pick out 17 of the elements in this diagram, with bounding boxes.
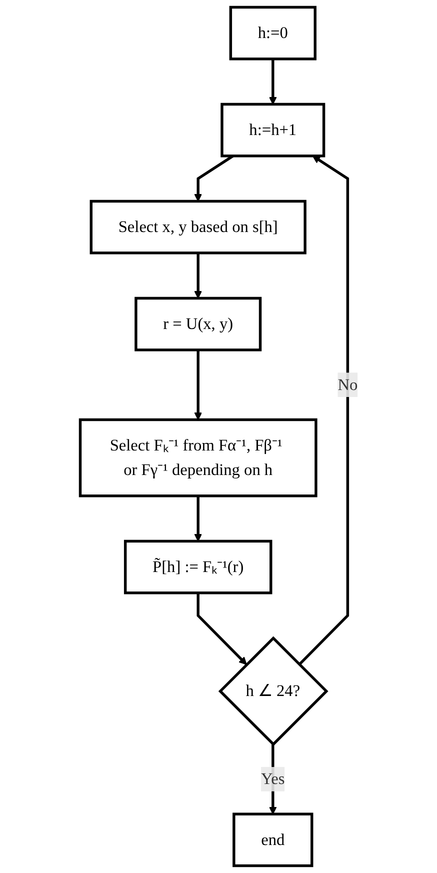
arrow (196, 592, 246, 665)
node-box: h:=h+1 (220, 102, 325, 158)
edge-label: No (337, 375, 358, 394)
node-box: Select x, y based on s[h] (89, 200, 306, 254)
arrow (194, 252, 202, 299)
node-box: h:=0 (228, 6, 316, 60)
node-box: r = U(x, y) (134, 296, 262, 352)
arrow (194, 496, 202, 542)
node-diamond: h ∠ 24? (218, 636, 328, 746)
arrow (194, 350, 202, 420)
arrow (298, 156, 349, 666)
arrow (268, 58, 276, 105)
edge-label: Yes (260, 770, 284, 788)
node-box: end (232, 812, 313, 868)
node-box: Select Fₖ⁻¹ from Fα⁻¹, Fβ⁻¹ or Fγ⁻¹ depending on h (78, 418, 317, 498)
arrow (194, 154, 234, 202)
node-box: P̃[h] := Fₖ⁻¹(r) (124, 540, 272, 594)
